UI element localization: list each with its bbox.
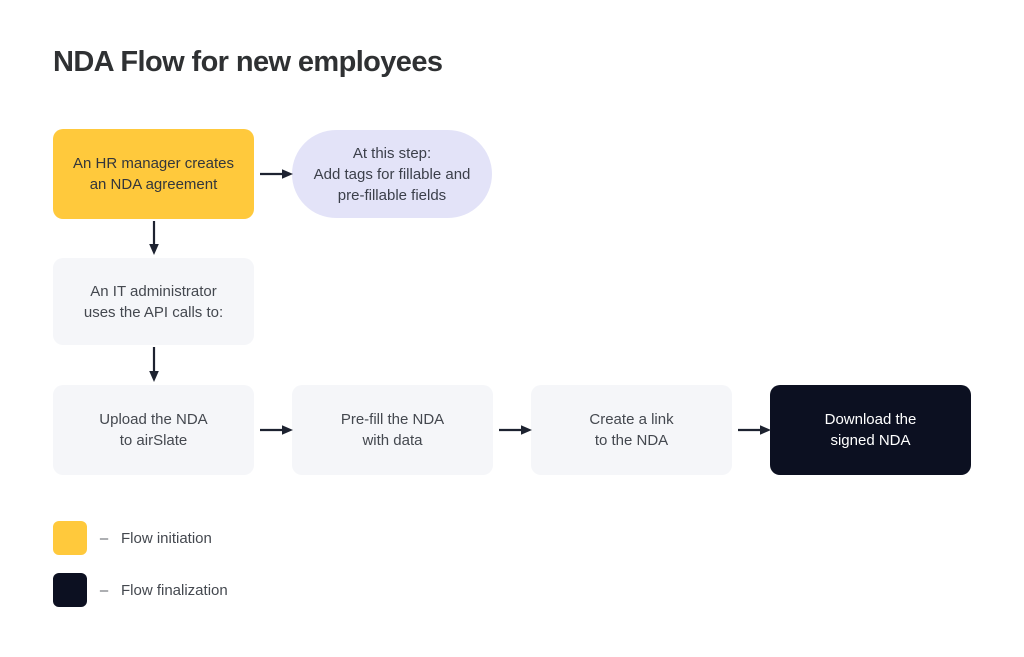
node-create-link[interactable]: Create a link to the NDA xyxy=(531,385,732,475)
node-upload-nda[interactable]: Upload the NDA to airSlate xyxy=(53,385,254,475)
node-it-admin[interactable]: An IT administrator uses the API calls t… xyxy=(53,258,254,345)
node-create-link-label: Create a link to the NDA xyxy=(589,411,674,449)
arrow-right-icon-hr-to-note xyxy=(260,169,293,179)
legend-label-flow-finalization: Flow finalization xyxy=(121,581,228,599)
node-hr-manager-label: An HR manager creates an NDA agreement xyxy=(73,155,234,193)
legend-swatch-flow-finalization xyxy=(53,573,87,607)
arrow-right-icon-link-to-download xyxy=(738,425,771,435)
page-title: NDA Flow for new employees xyxy=(53,46,443,78)
node-download-signed-nda-label: Download the signed NDA xyxy=(824,411,917,449)
legend-separator: – xyxy=(99,529,109,547)
node-upload-nda-label: Upload the NDA to airSlate xyxy=(99,411,208,449)
node-step-note[interactable]: At this step: Add tags for fillable and … xyxy=(292,130,492,218)
legend-label-flow-initiation: Flow initiation xyxy=(121,529,212,547)
arrow-down-icon-hr-to-it xyxy=(149,221,159,255)
arrow-right-icon-prefill-to-link xyxy=(499,425,532,435)
arrow-down-icon-it-to-upload xyxy=(149,347,159,382)
legend-separator: – xyxy=(99,581,109,599)
legend-swatch-flow-initiation xyxy=(53,521,87,555)
legend-item-flow-finalization: – Flow finalization xyxy=(53,573,228,607)
node-hr-manager[interactable]: An HR manager creates an NDA agreement xyxy=(53,129,254,219)
arrow-right-icon-upload-to-prefill xyxy=(260,425,293,435)
node-prefill-nda-label: Pre-fill the NDA with data xyxy=(340,411,445,449)
node-download-signed-nda[interactable]: Download the signed NDA xyxy=(770,385,971,475)
node-prefill-nda[interactable]: Pre-fill the NDA with data xyxy=(292,385,493,475)
legend-item-flow-initiation: – Flow initiation xyxy=(53,521,212,555)
node-step-note-label: At this step: Add tags for fillable and … xyxy=(313,144,471,204)
node-it-admin-label: An IT administrator uses the API calls t… xyxy=(83,282,224,321)
